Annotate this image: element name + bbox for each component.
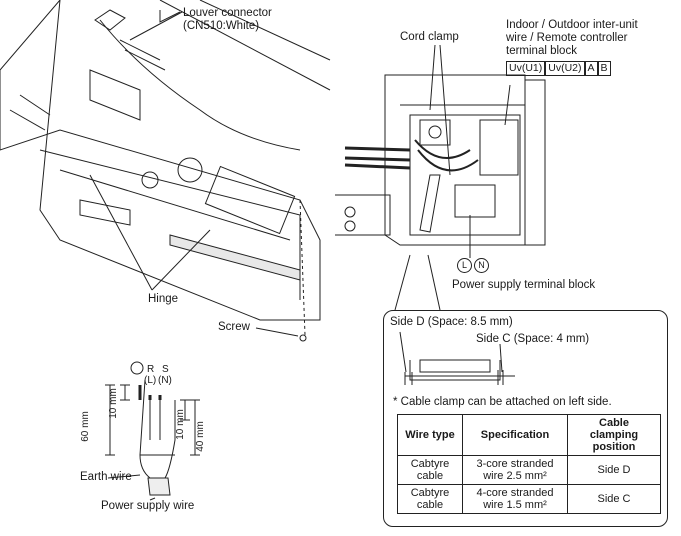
indoor-outdoor-label-2: wire / Remote controller (506, 32, 628, 44)
side-d-label: Side D (Space: 8.5 mm) (390, 316, 513, 328)
terminal-uv-u1: Uv(U1) (506, 61, 546, 76)
terminal-a: A (584, 61, 598, 76)
dim-40mm: 40 mm (194, 421, 206, 452)
cell-wire-type: Cabtyre cable (397, 455, 463, 485)
s-sub-label: (N) (158, 375, 172, 386)
clamp-note: * Cable clamp can be attached on left si… (393, 396, 612, 408)
indoor-unit-drawing (0, 0, 331, 342)
clamp-space-drawing (399, 331, 515, 385)
remote-terminal-block: Uv(U1) Uv(U2) A B (506, 61, 611, 76)
terminal-n-icon: N (474, 258, 489, 273)
dim-60mm: 60 mm (79, 411, 91, 442)
col-clamping-position: Cable clamping position (567, 414, 661, 456)
cord-clamp-label: Cord clamp (400, 31, 459, 43)
cell-specification: 4-core stranded wire 1.5 mm² (462, 484, 568, 514)
hinge-label: Hinge (148, 293, 179, 305)
cell-position: Side D (567, 455, 661, 485)
cell-specification: 3-core stranded wire 2.5 mm² (462, 455, 568, 485)
terminal-l-icon: L (457, 258, 472, 273)
col-specification: Specification (462, 414, 568, 456)
s-label: S (162, 364, 169, 375)
col-wire-type: Wire type (397, 414, 463, 456)
power-terminal-label: Power supply terminal block (452, 279, 596, 291)
cell-wire-type: Cabtyre cable (397, 484, 463, 514)
table-row: Cabtyre cable 3-core stranded wire 2.5 m… (397, 455, 661, 485)
electrical-box-drawing (335, 74, 546, 246)
louver-connector-label: Louver connector (183, 7, 272, 19)
side-c-label: Side C (Space: 4 mm) (476, 333, 590, 345)
leader-lines-left (89, 10, 299, 337)
indoor-outdoor-label-1: Indoor / Outdoor inter-unit (506, 19, 638, 31)
cell-position: Side C (567, 484, 661, 514)
indoor-outdoor-label-3: terminal block (506, 45, 577, 57)
r-sub-label: (L) (144, 375, 157, 386)
table-header-row: Wire type Specification Cable clamping p… (397, 414, 661, 456)
wire-spec-table: Wire type Specification Cable clamping p… (397, 414, 661, 514)
table-row: Cabtyre cable 4-core stranded wire 1.5 m… (397, 484, 661, 514)
wire-strip-drawing (105, 361, 200, 501)
dim-10mm-left: 10 mm (107, 388, 119, 419)
r-label: R (147, 364, 155, 375)
screw-label: Screw (218, 321, 250, 333)
power-supply-wire-label: Power supply wire (101, 500, 195, 512)
earth-wire-label: Earth wire (80, 471, 132, 483)
cable-clamp-detail-box (383, 310, 668, 527)
louver-connector-code: (CN510:White) (183, 20, 260, 32)
leader-lines-right (394, 44, 511, 311)
terminal-b: B (597, 61, 611, 76)
terminal-uv-u2: Uv(U2) (545, 61, 585, 76)
dim-10mm-right: 10 mm (174, 409, 186, 440)
